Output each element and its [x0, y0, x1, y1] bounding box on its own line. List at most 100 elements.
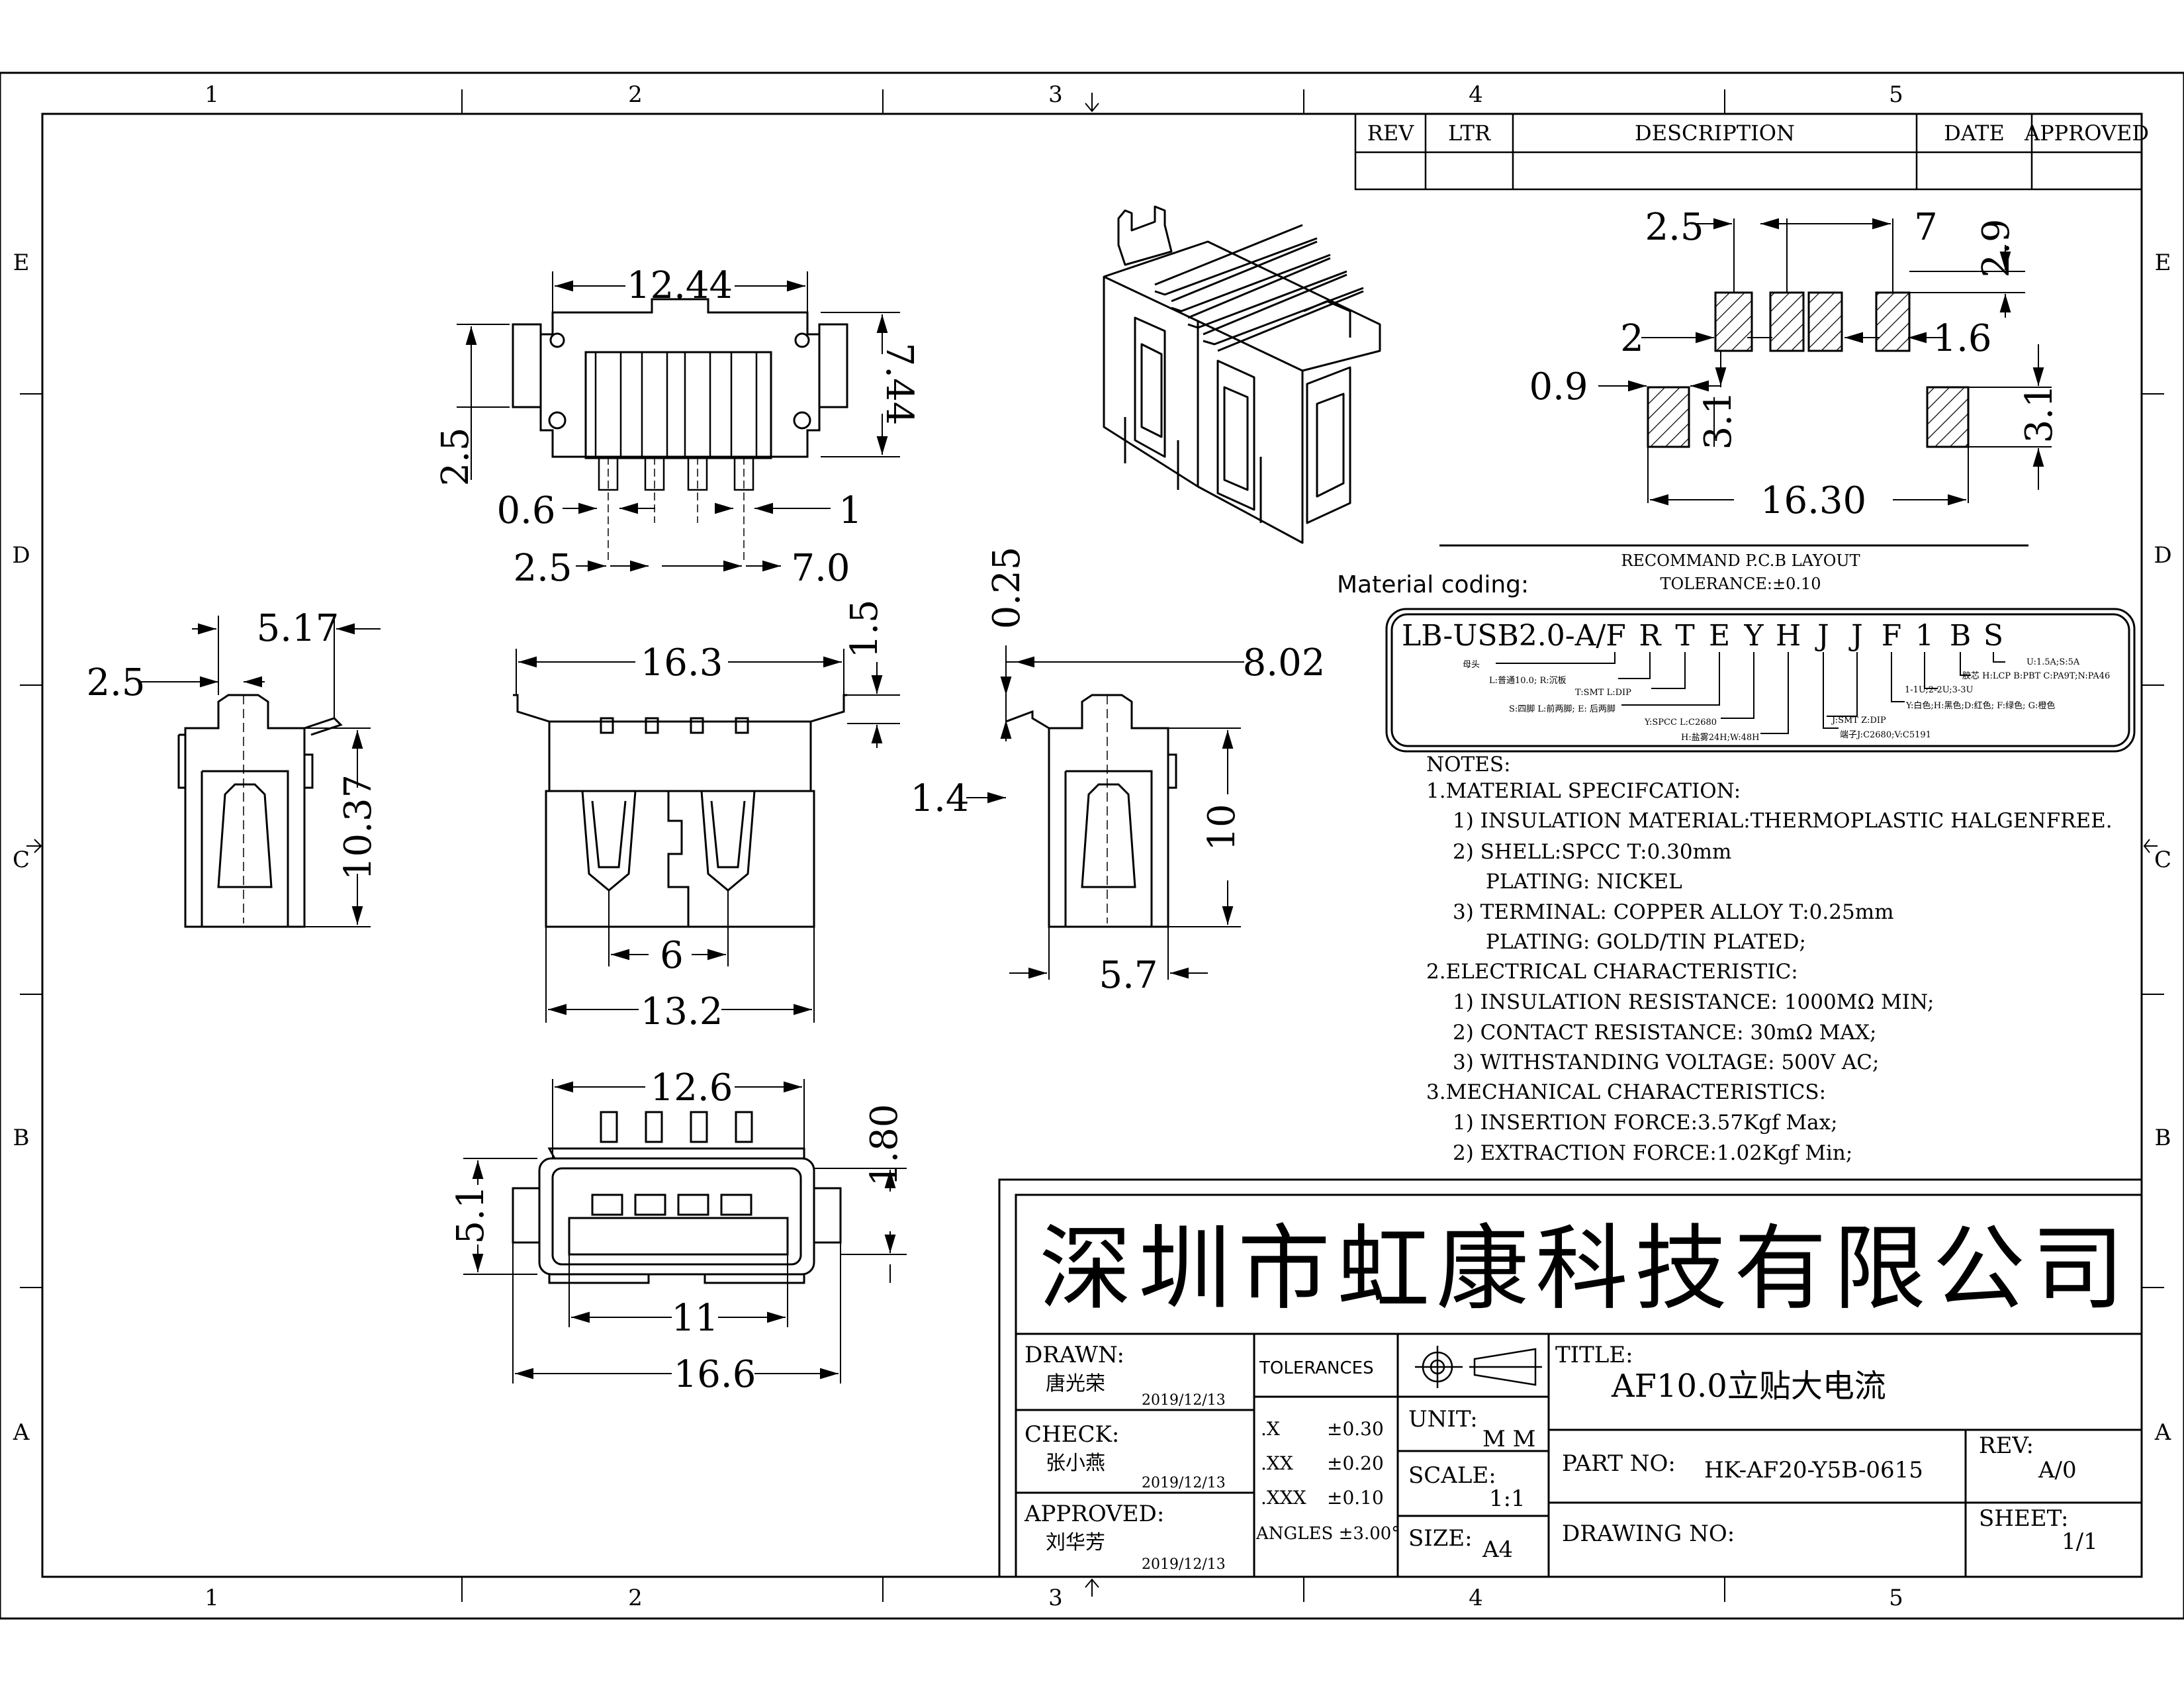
isometric-view: [1103, 205, 1381, 544]
title-block: 深圳市虹康科技有限公司 DRAWN: CHECK: APPROVED: 唐光荣 …: [998, 1178, 2143, 1578]
side-view-left: 5.17 2.5 10.37: [86, 607, 381, 928]
pcb-tolerance: TOLERANCE:±0.10: [1660, 575, 1821, 593]
dim-front-top-width: 16.3: [641, 641, 723, 684]
ltr-header: LTR: [1448, 120, 1491, 146]
code-letter: E: [1709, 619, 1730, 653]
note-line: 3) WITHSTANDING VOLTAGE: 500V AC;: [1453, 1051, 1879, 1074]
note-line: 3) TERMINAL: COPPER ALLOY T:0.25mm: [1453, 900, 1894, 924]
dim-front-pin-height: 1.5: [843, 599, 886, 658]
tol-xx-value: ±0.20: [1327, 1452, 1384, 1474]
drawn-label: DRAWN:: [1024, 1342, 1124, 1368]
row-label: C: [2154, 847, 2171, 873]
legend-item: 端子J:C2680;V:C5191: [1840, 730, 1931, 740]
note-line: 1) INSERTION FORCE:3.57Kgf Max;: [1453, 1111, 1838, 1135]
dim-front-body-width: 13.2: [641, 990, 723, 1033]
row-label: D: [12, 542, 30, 569]
dim-right-base: 5.7: [1099, 954, 1158, 997]
top-view: 12.44 7.44 2.5 0.6 1 2.5 7.0: [434, 264, 921, 590]
note-line: 1) INSULATION RESISTANCE: 1000MΩ MIN;: [1453, 990, 1934, 1014]
col-label: 5: [1889, 1585, 1903, 1611]
notes: NOTES: 1.MATERIAL SPECIFCATION: 1) INSUL…: [1426, 753, 2113, 1165]
pcb-caption: RECOMMAND P.C.B LAYOUT: [1621, 551, 1860, 570]
pcb-dim-shell-span: 16.30: [1760, 479, 1866, 522]
col-label: 3: [1048, 81, 1063, 108]
pcb-dim-shell-height-right: 3.1: [2018, 384, 2061, 443]
sheet-value: 1/1: [2062, 1528, 2098, 1555]
title-value: AF10.0立贴大电流: [1611, 1368, 1886, 1405]
dim-top-pitch-left: 2.5: [434, 427, 477, 486]
code-prefix: LB-USB2.0-A/F: [1402, 619, 1626, 653]
dim-pin-length: 1: [839, 489, 862, 532]
rev-value: A/0: [2038, 1457, 2077, 1483]
code-letter: S: [1983, 619, 2003, 653]
col-label: 4: [1469, 1585, 1483, 1611]
approved-label: APPROVED:: [1024, 1501, 1164, 1527]
approved-date: 2019/12/13: [1142, 1556, 1226, 1573]
drawing-label: DRAWING NO:: [1562, 1521, 1735, 1547]
row-label: D: [2154, 542, 2171, 569]
sheet-label: SHEET:: [1979, 1505, 2069, 1532]
code-letter: F: [1882, 619, 1902, 653]
dim-top-height: 7.44: [878, 343, 921, 426]
tolerances-label: TOLERANCES: [1259, 1358, 1374, 1378]
note-line: 2) CONTACT RESISTANCE: 30mΩ MAX;: [1453, 1021, 1876, 1045]
legend-item: U:1.5A;S:5A: [2026, 657, 2080, 667]
tol-xx: .XX: [1261, 1452, 1293, 1474]
company-name: 深圳市虹康科技有限公司: [1039, 1215, 2131, 1323]
dim-side-height: 10.37: [337, 774, 380, 880]
approved-name: 刘华芳: [1046, 1531, 1105, 1554]
dim-side-width: 5.17: [257, 607, 340, 650]
centering-marks: [26, 93, 2158, 1597]
rev-header: REV: [1367, 120, 1414, 146]
dim-right-tab: 0.25: [985, 547, 1028, 630]
code-letter: H: [1776, 619, 1801, 653]
note-line: PLATING: GOLD/TIN PLATED;: [1486, 930, 1806, 954]
legend-item: 胶芯 H:LCP B:PBT C:PA9T;N:PA46: [1962, 671, 2110, 681]
description-header: DESCRIPTION: [1635, 120, 1795, 146]
legend-item: H:盐雾24H;W:48H: [1681, 733, 1759, 743]
size-label: SIZE:: [1408, 1525, 1473, 1552]
grid-labels: 1 2 3 4 5 1 2 3 4 5 E D C B A E D C B A: [12, 81, 2171, 1611]
pcb-dim-pad-height: 2.9: [1975, 218, 2018, 277]
legend-item: L:普通10.0; R:沉板: [1489, 676, 1567, 686]
dim-bottom-overall-width: 16.6: [674, 1353, 756, 1396]
pcb-dim-pitch: 2.5: [1645, 206, 1704, 249]
legend-item: Y:SPCC L:C2680: [1644, 718, 1717, 727]
col-label: 1: [205, 1585, 219, 1611]
code-letter: J: [1848, 619, 1863, 653]
check-name: 张小燕: [1046, 1452, 1105, 1475]
tol-x-value: ±0.30: [1327, 1418, 1384, 1440]
check-label: CHECK:: [1024, 1421, 1119, 1448]
dim-bottom-height: 5.1: [449, 1185, 492, 1244]
row-label: E: [2155, 250, 2171, 276]
dim-pin-width: 0.6: [496, 489, 555, 532]
tol-xxx: .XXX: [1261, 1487, 1306, 1509]
code-letter: 1: [1915, 619, 1934, 653]
dim-right-offset: 1.4: [910, 777, 969, 820]
col-label: 1: [205, 81, 219, 108]
tol-x: .X: [1261, 1418, 1280, 1440]
row-label: B: [13, 1125, 30, 1151]
pcb-dim-shell-height-left: 3.1: [1697, 391, 1740, 449]
part-label: PART NO:: [1562, 1450, 1676, 1477]
row-label: C: [13, 847, 30, 873]
scale-value: 1:1: [1489, 1485, 1525, 1512]
note-line: 3.MECHANICAL CHARACTERISTICS:: [1426, 1080, 1826, 1104]
code-letter: Y: [1743, 619, 1764, 653]
approved-header: APPROVED: [2024, 120, 2149, 146]
material-coding: Material coding: LB-USB2.0-A/F R T E Y H…: [1337, 571, 2136, 753]
dim-top-width: 12.44: [627, 264, 733, 307]
part-value: HK-AF20-Y5B-0615: [1704, 1457, 1923, 1483]
size-value: A4: [1482, 1536, 1513, 1563]
note-line: 1) INSULATION MATERIAL:THERMOPLASTIC HAL…: [1453, 809, 2113, 833]
dim-bottom-inner-width: 11: [671, 1297, 718, 1340]
legend-item: 1-1U;2-2U;3-3U: [1905, 685, 1974, 695]
col-label: 2: [628, 81, 643, 108]
dim-bottom-width-top: 12.6: [651, 1066, 733, 1109]
bottom-view: 12.6 1.80 5.1 11 16.6: [449, 1066, 907, 1396]
front-view: 16.3 1.5 6 13.2: [513, 599, 900, 1033]
unit-label: UNIT:: [1408, 1406, 1478, 1432]
col-label: 5: [1889, 81, 1903, 108]
rev-label: REV:: [1979, 1432, 2034, 1459]
pcb-dim-shell-width: 0.9: [1529, 365, 1588, 408]
